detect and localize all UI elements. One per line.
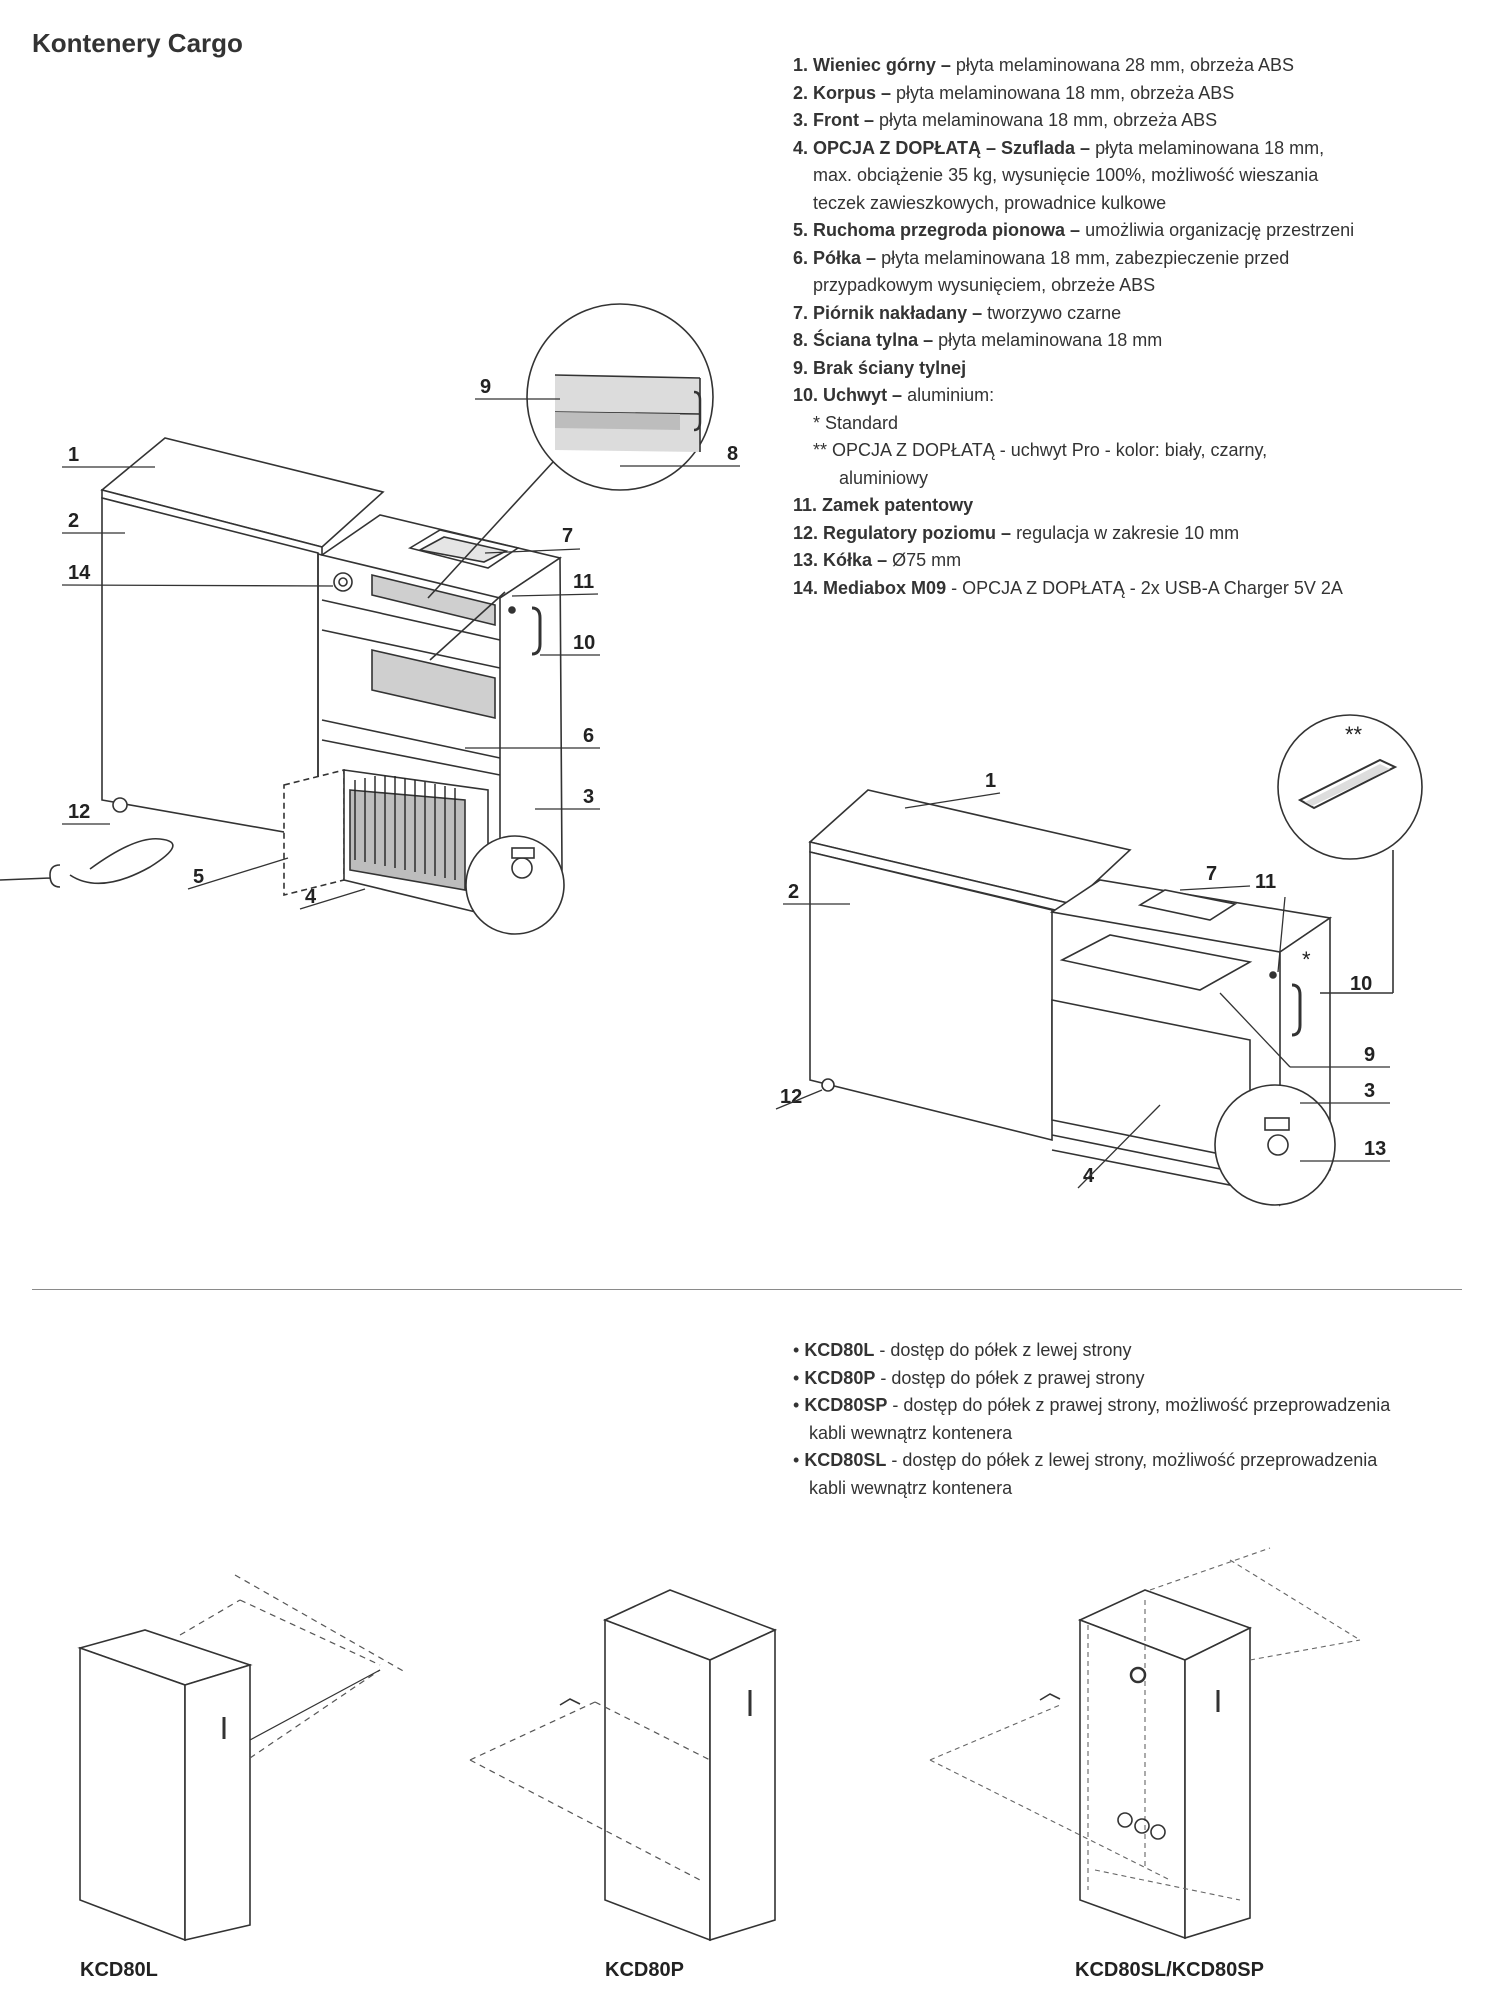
caption-kcd80p: KCD80P	[605, 1959, 684, 1981]
handle-pro-cont: aluminiowy	[839, 467, 929, 488]
model-item-cont: kabli wewnątrz kontenera	[809, 1477, 1013, 1498]
callout-3: 3	[1364, 1080, 1375, 1102]
callout-14: 14	[68, 562, 91, 584]
callout-4: 4	[305, 886, 317, 908]
legend-item-8: 8. Ściana tylna – płyta melaminowana 18 …	[793, 330, 1163, 350]
callout-2: 2	[68, 510, 79, 532]
star-double: **	[1345, 722, 1363, 747]
callout-2: 2	[788, 881, 799, 903]
kcd80p-drawing	[469, 1589, 778, 1942]
legend-item-1: 1. Wieniec górny – płyta melaminowana 28…	[793, 55, 1295, 75]
legend-item-10: 10. Uchwyt – aluminium:	[793, 385, 995, 405]
cargo-left-drawing	[0, 303, 714, 935]
legend-item-13: 13. Kółka – Ø75 mm	[793, 550, 962, 570]
callout-10: 10	[573, 632, 595, 654]
legend-item-11: 11. Zamek patentowy	[793, 495, 974, 515]
model-item: • KCD80SP - dostęp do półek z prawej str…	[793, 1395, 1391, 1415]
caption-kcd80l: KCD80L	[80, 1959, 158, 1981]
callout-12: 12	[780, 1086, 802, 1108]
handle-standard: * Standard	[813, 412, 899, 433]
legend-item-2: 2. Korpus – płyta melaminowana 18 mm, ob…	[793, 82, 1235, 103]
legend-item-4-cont: teczek zawieszkowych, prowadnice kulkowe	[813, 192, 1167, 213]
callout-7: 7	[1206, 863, 1217, 885]
model-item-cont: kabli wewnątrz kontenera	[809, 1422, 1013, 1443]
callout-13: 13	[1364, 1138, 1386, 1160]
callout-8: 8	[727, 443, 738, 465]
legend-item-9: 9. Brak ściany tylnej	[793, 357, 967, 378]
callout-10: 10	[1350, 973, 1372, 995]
parts-legend: 1. Wieniec górny – płyta melaminowana 28…	[793, 52, 1473, 602]
callout-9: 9	[1364, 1044, 1375, 1066]
legend-item-14: 14. Mediabox M09 - OPCJA Z DOPŁATĄ - 2x …	[793, 577, 1343, 598]
legend-item-4-cont: max. obciążenie 35 kg, wysunięcie 100%, …	[813, 165, 1319, 185]
kcd80l-drawing	[77, 1574, 406, 1942]
legend-item-4: 4. OPCJA Z DOPŁATĄ – Szuflada – płyta me…	[793, 137, 1325, 158]
section-divider	[32, 1289, 1462, 1290]
page-title: Kontenery Cargo	[32, 28, 243, 58]
cargo-right-drawing	[808, 714, 1423, 1207]
legend-item-7: 7. Piórnik nakładany – tworzywo czarne	[793, 302, 1122, 323]
models-list: • KCD80L - dostęp do półek z lewej stron…	[793, 1337, 1473, 1502]
legend-item-6-cont: przypadkowym wysunięciem, obrzeże ABS	[813, 275, 1156, 295]
handle-pro: ** OPCJA Z DOPŁATĄ - uchwyt Pro - kolor:…	[813, 440, 1268, 460]
callout-12: 12	[68, 801, 90, 823]
model-item: • KCD80SL - dostęp do półek z lewej stro…	[793, 1450, 1378, 1470]
model-item: • KCD80L - dostęp do półek z lewej stron…	[793, 1340, 1132, 1360]
legend-item-6: 6. Półka – płyta melaminowana 18 mm, zab…	[793, 247, 1290, 268]
callout-9: 9	[480, 376, 491, 398]
callout-5: 5	[193, 866, 204, 888]
callout-6: 6	[583, 725, 594, 747]
legend-item-5: 5. Ruchoma przegroda pionowa – umożliwia…	[793, 220, 1355, 240]
callout-7: 7	[562, 525, 573, 547]
legend-item-3: 3. Front – płyta melaminowana 18 mm, obr…	[793, 110, 1218, 130]
star-single: *	[1302, 947, 1311, 972]
caption-kcd80slsp: KCD80SL/KCD80SP	[1075, 1959, 1264, 1981]
callout-3: 3	[583, 786, 594, 808]
callout-1: 1	[985, 770, 996, 792]
kcd80slsp-drawing	[929, 1547, 1361, 1940]
callout-11: 11	[1255, 871, 1276, 893]
legend-item-12: 12. Regulatory poziomu – regulacja w zak…	[793, 522, 1240, 543]
callout-11: 11	[573, 571, 594, 593]
callout-1: 1	[68, 444, 79, 466]
model-item: • KCD80P - dostęp do półek z prawej stro…	[793, 1367, 1145, 1388]
